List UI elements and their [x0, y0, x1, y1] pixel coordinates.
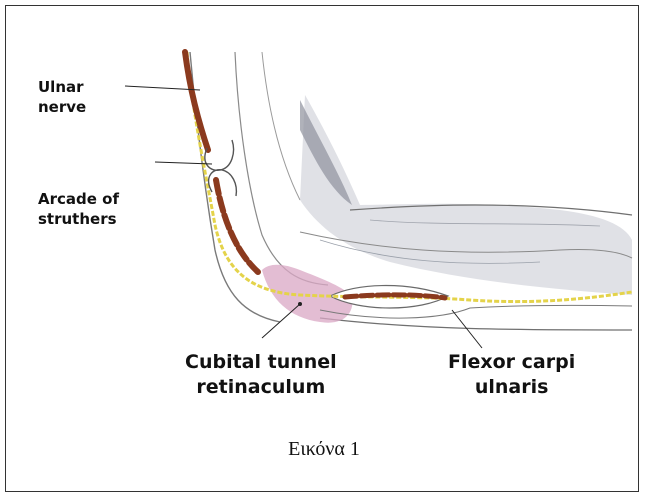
artery-upper: [185, 52, 208, 150]
flexor-lower-band: [320, 305, 632, 318]
leader-cubital: [262, 304, 300, 338]
label-cubital-tunnel-retinaculum: Cubital tunnel retinaculum: [185, 350, 337, 399]
label-ulnar-nerve: Ulnar nerve: [38, 78, 86, 117]
leader-dot-cubital: [298, 302, 302, 306]
arcade-loop-bottom: [209, 170, 237, 196]
figure-caption: Εικόνα 1: [0, 438, 648, 461]
label-flexor-carpi-ulnaris: Flexor carpi ulnaris: [448, 350, 575, 399]
arm-outline-right: [262, 52, 300, 200]
forearm-lower-line: [320, 318, 632, 330]
label-arcade-of-struthers: Arcade of struthers: [38, 190, 119, 229]
forearm-muscle-shade: [300, 95, 632, 295]
